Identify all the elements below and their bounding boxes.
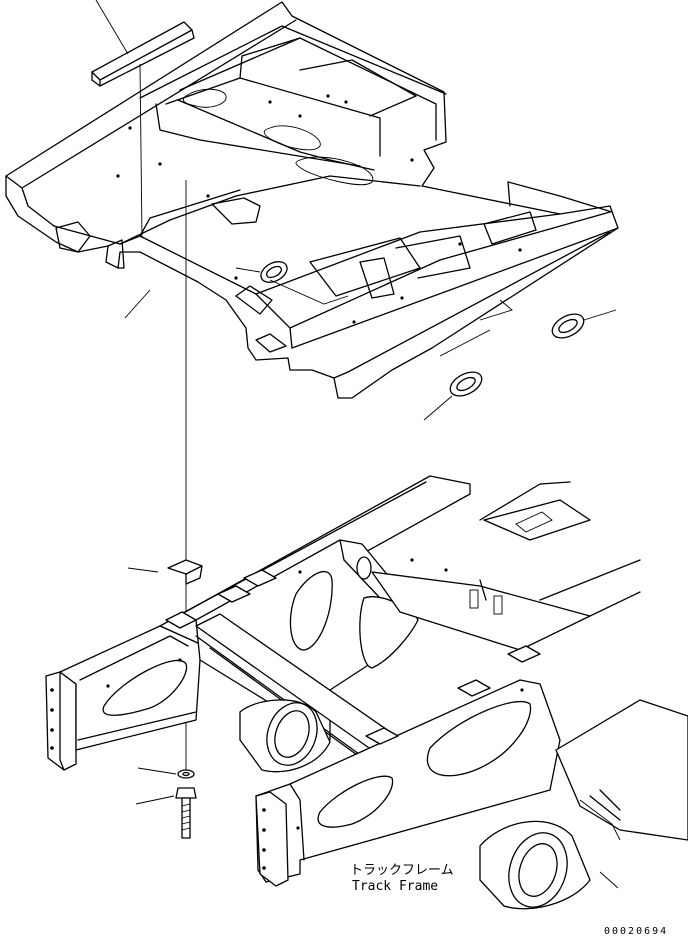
alignment-line-strip bbox=[139, 63, 143, 239]
grommet-lower bbox=[423, 371, 483, 421]
bolt bbox=[135, 787, 197, 839]
grommet-center bbox=[260, 261, 288, 283]
drum-right bbox=[479, 820, 591, 910]
drawing-number: 00020694 bbox=[604, 926, 668, 937]
track-frame bbox=[45, 475, 688, 910]
grommet-right bbox=[551, 309, 617, 339]
mounting-bracket bbox=[127, 559, 203, 585]
label-track-frame-jp: トラックフレーム bbox=[350, 863, 454, 878]
washer bbox=[137, 767, 195, 779]
floor-frame bbox=[5, 1, 619, 399]
label-track-frame-en: Track Frame bbox=[352, 879, 438, 894]
drum-left bbox=[239, 699, 331, 773]
rubber-strip bbox=[91, 0, 195, 87]
bolt-holes bbox=[116, 94, 522, 324]
